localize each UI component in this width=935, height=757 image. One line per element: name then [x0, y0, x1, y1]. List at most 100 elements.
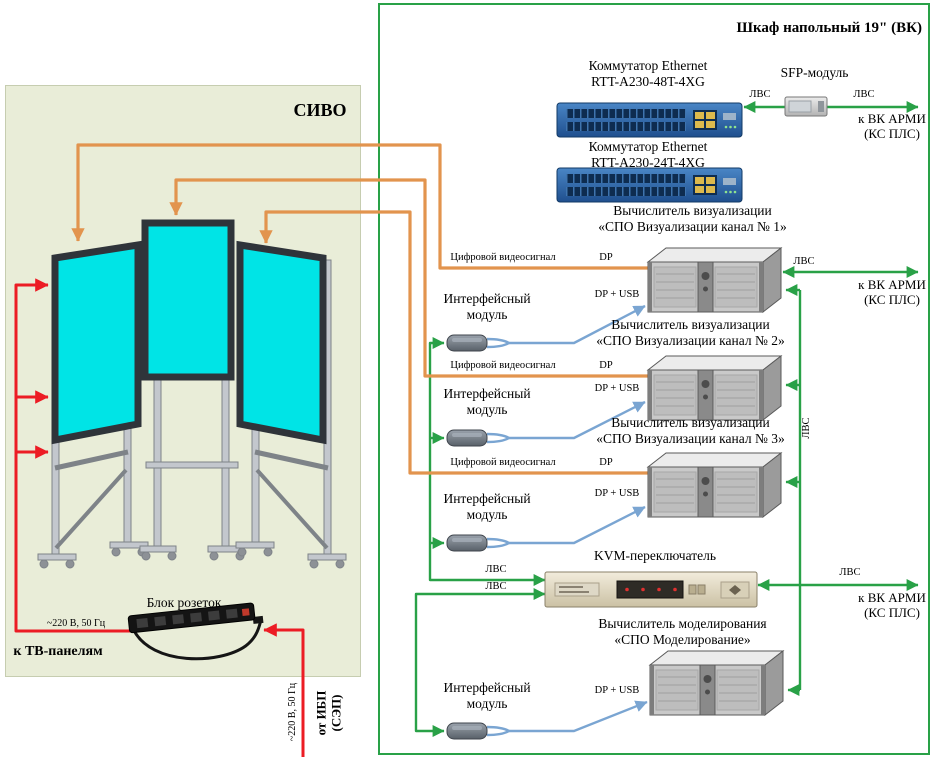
modeling-sub: «СПО Моделирование» — [614, 631, 751, 647]
server-visual-3 — [647, 452, 782, 518]
switch1-model: RTT-A230-48T-4XG — [591, 73, 705, 89]
server1-sub: «СПО Визуализации канал № 1» — [598, 218, 787, 234]
to-tv-panels-label: к ТВ-панелям — [13, 644, 103, 659]
video-label-1: Цифровой видеосигнал — [450, 252, 556, 263]
armi-2-line2: (КС ПЛС) — [864, 292, 920, 308]
armi-3-line2: (КС ПЛС) — [864, 605, 920, 621]
v220-label-bottom: ~220 В, 50 Гц — [287, 682, 299, 742]
armi-2-line1: к ВК АРМИ — [858, 277, 926, 292]
ifm2-line2: модуль — [466, 401, 508, 417]
armi-label-1: к ВК АРМИ (КС ПЛС) — [854, 111, 930, 142]
ifm2-line1: Интерфейсный — [443, 386, 531, 401]
dpusb-line-2 — [509, 400, 646, 440]
ifm3-line2: модуль — [466, 506, 508, 522]
dpusb-label-3: DP + USB — [594, 488, 640, 499]
v220-label-left: ~220 В, 50 Гц — [46, 618, 106, 629]
video-line-2 — [169, 178, 648, 378]
dp-label-1: DP — [599, 252, 613, 263]
power-line-tv-1 — [14, 278, 131, 633]
server3-name: Вычислитель визуализации — [611, 415, 770, 430]
server-visual-1 — [647, 247, 782, 313]
armi-1-line1: к ВК АРМИ — [858, 111, 926, 126]
switch1-name: Коммутатор Ethernet — [588, 58, 708, 73]
interface-module-4 — [446, 722, 488, 740]
ifm1-line2: модуль — [466, 306, 508, 322]
power-line-ups — [263, 623, 305, 757]
server1-label: Вычислитель визуализации «СПО Визуализац… — [560, 203, 825, 235]
dpusb-label-2: DP + USB — [594, 383, 640, 394]
switch2-model: RTT-A230-24T-4XG — [591, 154, 705, 170]
ethernet-switch-1 — [557, 103, 742, 137]
power-strip — [127, 602, 264, 661]
armi-3-line1: к ВК АРМИ — [858, 590, 926, 605]
ifm4-line1: Интерфейсный — [443, 680, 531, 695]
server2-name: Вычислитель визуализации — [611, 317, 770, 332]
server1-name: Вычислитель визуализации — [613, 203, 772, 218]
switch2-label: Коммутатор Ethernet RTT-A230-24T-4XG — [548, 139, 748, 171]
lvs-label-trunk: ЛВС — [800, 417, 812, 439]
video-line-1 — [71, 143, 648, 270]
server3-label: Вычислитель визуализации «СПО Визуализац… — [558, 415, 823, 447]
interface-module-1 — [446, 334, 488, 352]
display-left — [51, 240, 142, 445]
server2-sub: «СПО Визуализации канал № 2» — [596, 332, 785, 348]
dp-label-3: DP — [599, 457, 613, 468]
ethernet-switch-2 — [557, 168, 742, 202]
armi-label-3: к ВК АРМИ (КС ПЛС) — [854, 590, 930, 621]
display-center — [141, 219, 235, 381]
lvs-label-kvm-left-2: ЛВС — [485, 581, 507, 592]
ifm1-line1: Интерфейсный — [443, 291, 531, 306]
armi-label-2: к ВК АРМИ (КС ПЛС) — [854, 277, 930, 308]
lvs-label-sfp-left: ЛВС — [749, 89, 771, 100]
server2-label: Вычислитель визуализации «СПО Визуализац… — [558, 317, 823, 349]
kvm-switch — [544, 571, 758, 608]
ifm4-line2: модуль — [466, 695, 508, 711]
video-label-3: Цифровой видеосигнал — [450, 457, 556, 468]
power-strip-label: Блок розеток — [146, 595, 222, 610]
module1-cables — [486, 337, 510, 349]
video-line-3 — [259, 210, 648, 475]
lvs-label-server1: ЛВС — [793, 256, 815, 267]
server3-sub: «СПО Визуализации канал № 3» — [596, 430, 785, 446]
interface-module-3-label: Интерфейсный модуль — [432, 491, 542, 523]
video-label-2: Цифровой видеосигнал — [450, 360, 556, 371]
server-visual-2 — [647, 355, 782, 421]
modeling-server-label: Вычислитель моделирования «СПО Моделиров… — [550, 616, 815, 648]
server-modeling — [649, 650, 784, 716]
lvs-label-kvm-right: ЛВС — [839, 567, 861, 578]
from-ups-label: от ИБП (СЭП) — [314, 691, 345, 736]
sivo-title: СИВО — [293, 100, 347, 120]
dpusb-line-1 — [509, 304, 646, 345]
dp-label-2: DP — [599, 360, 613, 371]
cabinet-title: Шкаф напольный 19" (ВК) — [736, 20, 922, 36]
power-cord — [132, 621, 262, 661]
dpusb-label-4: DP + USB — [594, 685, 640, 696]
sfp-module — [784, 96, 828, 117]
lvs-label-sfp-right: ЛВС — [853, 89, 875, 100]
kvm-label: KVM-переключатель — [593, 548, 717, 563]
interface-module-4-label: Интерфейсный модуль — [432, 680, 542, 712]
interface-module-1-label: Интерфейсный модуль — [432, 291, 542, 323]
lvs-trunk-left — [428, 337, 546, 586]
dpusb-label-1: DP + USB — [594, 289, 640, 300]
module3-cables — [486, 537, 510, 549]
module2-cables — [486, 432, 510, 444]
dpusb-line-3 — [509, 505, 646, 545]
ifm3-line1: Интерфейсный — [443, 491, 531, 506]
switch2-name: Коммутатор Ethernet — [588, 139, 708, 154]
interface-module-2 — [446, 429, 488, 447]
interface-module-3 — [446, 534, 488, 552]
module4-cables — [486, 725, 510, 737]
lvs-label-kvm-left-1: ЛВС — [485, 564, 507, 575]
switch1-label: Коммутатор Ethernet RTT-A230-48T-4XG — [548, 58, 748, 90]
dpusb-line-4 — [509, 700, 648, 733]
armi-1-line2: (КС ПЛС) — [864, 126, 920, 142]
display-right — [236, 240, 327, 445]
lvs-line-module4 — [414, 588, 546, 737]
from-ups-line2: (СЭП) — [329, 694, 344, 732]
interface-module-2-label: Интерфейсный модуль — [432, 386, 542, 418]
modeling-name: Вычислитель моделирования — [598, 616, 767, 631]
